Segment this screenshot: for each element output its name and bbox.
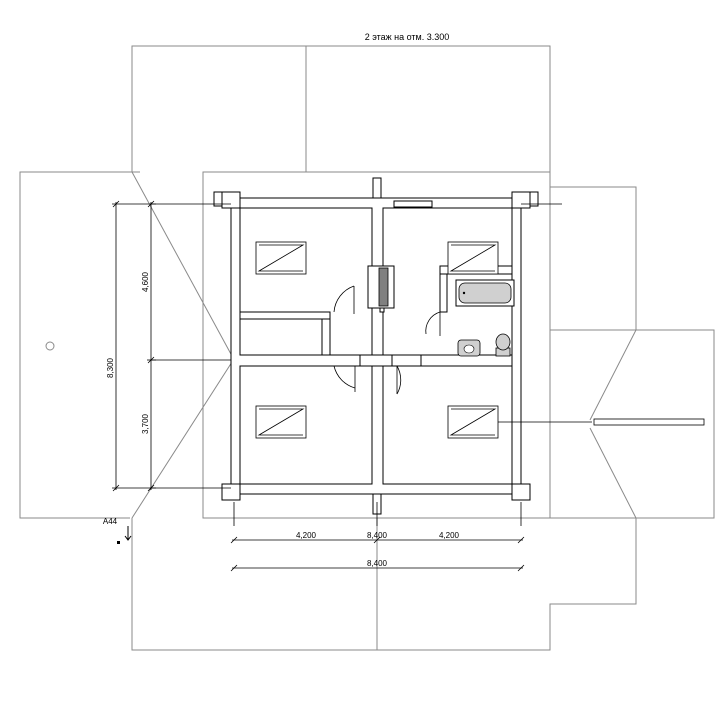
dim-left-total: 8,300	[106, 357, 115, 378]
bed-lower-right	[447, 405, 499, 439]
dim-left-lower: 3,700	[141, 413, 150, 434]
section-mark-arrow	[124, 526, 132, 541]
sink	[457, 339, 481, 357]
bed-upper-left	[255, 241, 307, 275]
dim-bottom-left: 4,200	[296, 531, 317, 540]
doors	[333, 285, 441, 395]
section-mark-label: А44	[103, 517, 118, 526]
bed-lower-left	[255, 405, 307, 439]
leader-lines	[150, 203, 705, 489]
bottom-dimensions	[230, 502, 525, 572]
drawing-title: 2 этаж на отм. 3.300	[365, 32, 450, 42]
dim-bottom-total: 8,400	[367, 559, 388, 568]
bathtub	[455, 279, 515, 307]
stair-block	[367, 265, 395, 309]
beds	[255, 241, 499, 439]
dim-left-upper: 4,600	[141, 271, 150, 292]
dim-bottom-total-inline: 8,400	[367, 531, 388, 540]
window	[393, 200, 433, 208]
roof-outline	[19, 45, 715, 651]
toilet	[495, 333, 511, 357]
dim-bottom-right: 4,200	[439, 531, 460, 540]
bed-upper-right	[447, 241, 499, 275]
walls	[213, 177, 539, 515]
left-dimensions	[112, 200, 156, 492]
section-mark-point	[117, 541, 120, 544]
